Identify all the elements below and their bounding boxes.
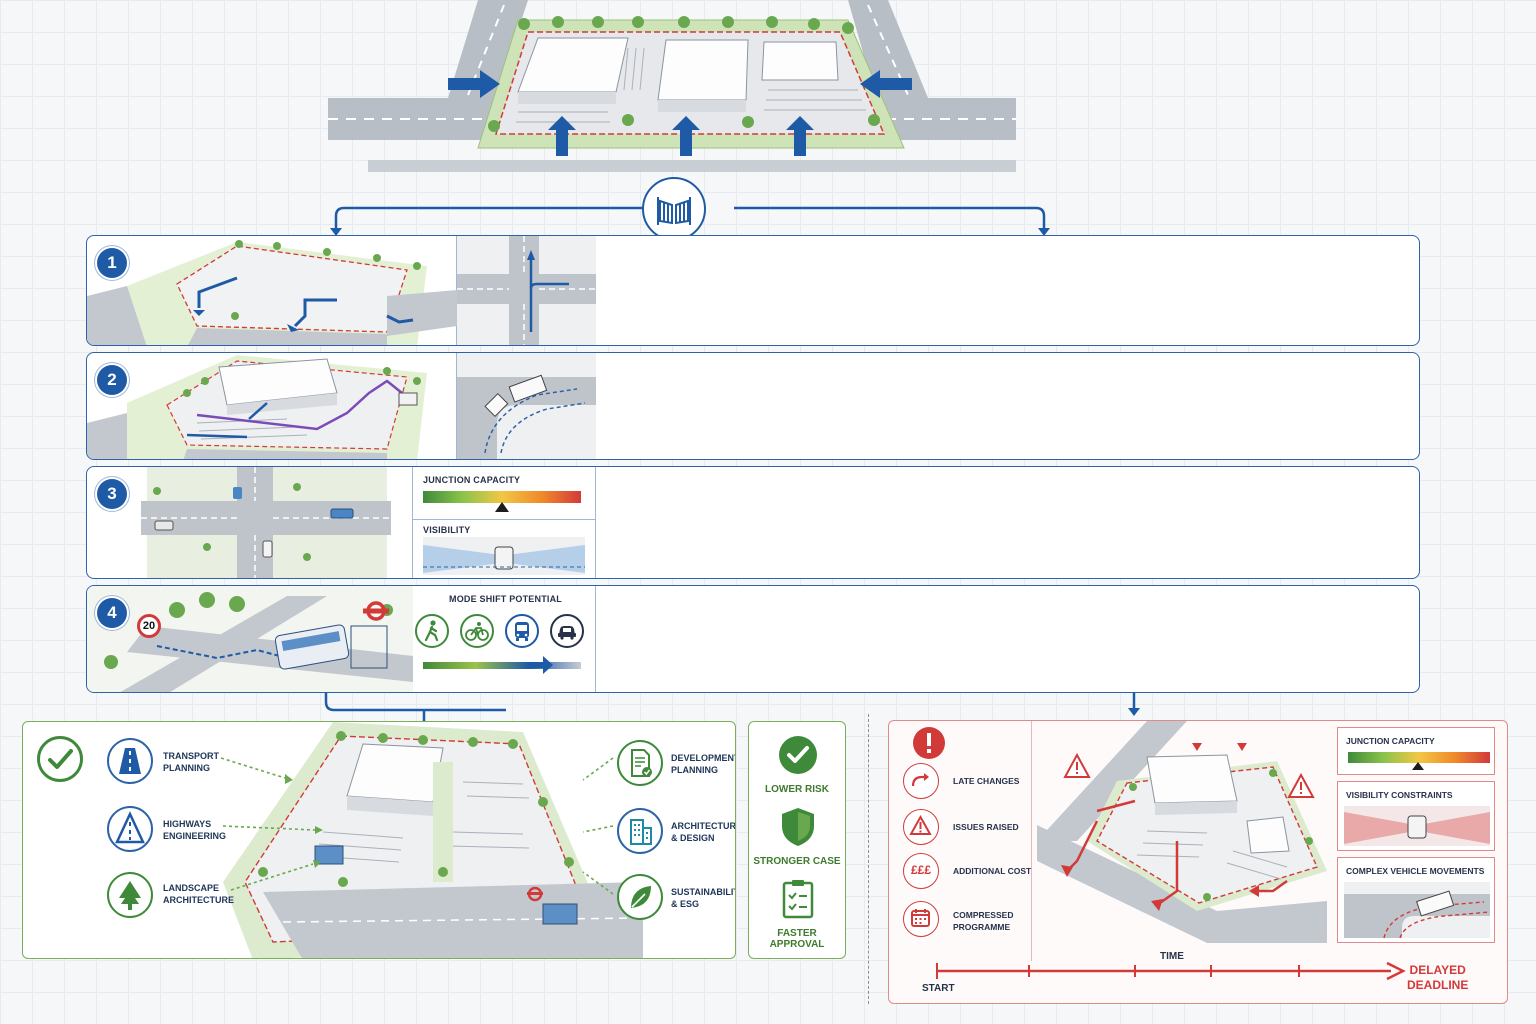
building-icon (617, 808, 663, 854)
speed-limit-value: 20 (142, 620, 156, 632)
constraint-capacity-label: JUNCTION CAPACITY (1346, 736, 1435, 746)
shield-icon (782, 808, 814, 846)
constrained-site-illustration (1037, 721, 1327, 943)
visibility-constraint-box: VISIBILITY CONSTRAINTS (1337, 781, 1495, 851)
site-overview-illustration (328, 0, 1016, 172)
car-icon (550, 614, 584, 648)
vehicle-movement-box: COMPLEX VEHICLE MOVEMENTS (1337, 857, 1495, 943)
capacity-gauge (423, 491, 581, 503)
visibility-splay-illustration (423, 537, 585, 575)
restricted-visibility-illustration (1344, 806, 1490, 846)
checklist-icon (782, 880, 814, 919)
step-row-1: 1 (86, 235, 1420, 346)
risk-label-additional-cost: ADDITIONAL COST (953, 866, 1032, 876)
pound-icon: £££ (903, 853, 939, 889)
discipline-label-sustainability: SUSTAINABILITY& ESG (671, 887, 735, 909)
tree-icon (107, 872, 153, 918)
constraint-capacity-marker-icon (1412, 762, 1424, 770)
cycling-icon (460, 614, 494, 648)
benefit-label-faster-approval: FASTER APPROVAL (769, 928, 825, 950)
site-access-illustration (87, 236, 457, 345)
visibility-label: VISIBILITY (423, 525, 471, 535)
divider-line (868, 714, 869, 1004)
complex-vehicle-illustration (1344, 882, 1490, 938)
gate-icon (642, 177, 706, 241)
branch-connector (320, 170, 1060, 240)
leaf-icon (617, 874, 663, 920)
step-row-4: 4 20 MODE SHIFT POTENTIAL (86, 585, 1420, 693)
alert-icon (913, 727, 945, 759)
coordinated-site-illustration (223, 722, 643, 958)
late-engagement-risk-panel: LATE CHANGES ISSUES RAISED £££ ADDITIONA… (888, 720, 1508, 1004)
transit-roundel-icon (363, 601, 389, 621)
timeline-axis (936, 961, 1406, 981)
constraint-visibility-label: VISIBILITY CONSTRAINTS (1346, 790, 1453, 800)
mode-shift-arrow-icon (529, 656, 553, 674)
step-number-badge: 3 (97, 479, 127, 509)
check-icon (779, 736, 817, 774)
benefit-label-lower-risk: LOWER RISK (765, 784, 829, 795)
step-row-2: 2 (86, 352, 1420, 460)
mode-shift-bar (423, 662, 581, 669)
warning-icon (903, 809, 939, 845)
constraint-capacity-gauge (1348, 752, 1490, 763)
highway-icon (107, 806, 153, 852)
swept-path-illustration (457, 353, 596, 459)
junction-capacity-label: JUNCTION CAPACITY (423, 475, 521, 485)
mode-shift-panel: MODE SHIFT POTENTIAL (413, 586, 596, 692)
risk-label-late-changes: LATE CHANGES (953, 776, 1020, 786)
discipline-label-architecture: ARCHITECTURE& DESIGN (671, 821, 736, 843)
calendar-icon (903, 901, 939, 937)
step-row-3: 3 JUNCTION CAPACITY VISIBILITY (86, 466, 1420, 579)
bus-icon (505, 614, 539, 648)
sustainable-access-illustration (87, 586, 413, 692)
speed-limit-sign: 20 (137, 614, 161, 638)
capacity-visibility-panel: JUNCTION CAPACITY VISIBILITY (413, 467, 596, 578)
risk-connector (1124, 692, 1144, 720)
junction-plan-illustration (457, 236, 596, 345)
document-icon (617, 740, 663, 786)
constraint-vehicle-label: COMPLEX VEHICLE MOVEMENTS (1346, 866, 1485, 876)
success-check-icon (37, 736, 83, 782)
timeline-time-label: TIME (1160, 951, 1184, 962)
road-icon (107, 738, 153, 784)
timeline-start-label: START (922, 983, 955, 994)
benefit-label-stronger-case: STRONGER CASE (753, 856, 841, 867)
step-number-badge: 2 (97, 365, 127, 395)
step-number-badge: 4 (97, 598, 127, 628)
redirect-arrow-icon (903, 763, 939, 799)
capacity-marker-icon (495, 502, 509, 512)
benefits-panel: LOWER RISK STRONGER CASE FASTER APPROVAL (748, 721, 846, 959)
capacity-constraint-box: JUNCTION CAPACITY (1337, 727, 1495, 775)
risk-label-issues-raised: ISSUES RAISED (953, 822, 1019, 832)
walking-icon (415, 614, 449, 648)
step-number-badge: 1 (97, 248, 127, 278)
servicing-route-illustration (87, 353, 457, 459)
mode-shift-label: MODE SHIFT POTENTIAL (449, 594, 562, 604)
discipline-connectors (220, 757, 614, 895)
junction-modelling-illustration (87, 467, 413, 578)
